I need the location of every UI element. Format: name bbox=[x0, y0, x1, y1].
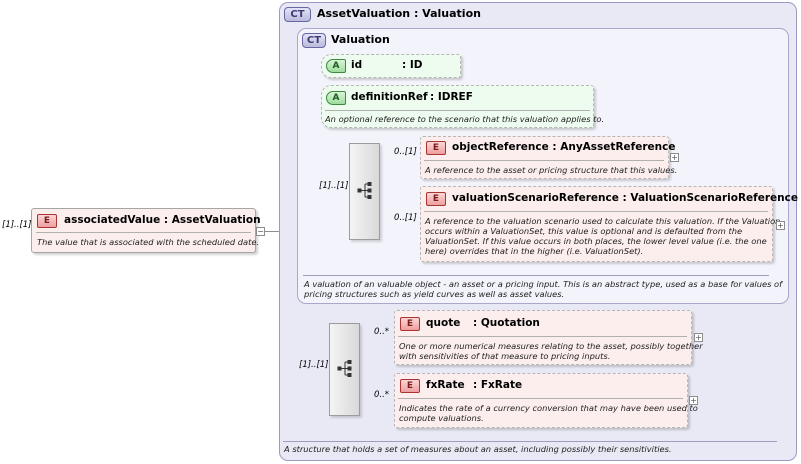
element-name: quote bbox=[426, 317, 461, 329]
expand-toggle[interactable]: + bbox=[689, 396, 698, 405]
divider bbox=[325, 110, 590, 111]
sequence-cardinality: [1]..[1] bbox=[319, 181, 349, 191]
element-doc-line-1: Indicates the rate of a currency convers… bbox=[399, 403, 698, 413]
sequence-compositor[interactable] bbox=[329, 323, 360, 416]
attribute-id[interactable]: A id : ID bbox=[321, 54, 461, 78]
element-name: objectReference : AnyAssetReference bbox=[452, 141, 676, 153]
attribute-badge: A bbox=[326, 59, 346, 73]
assetvaluation-doc: A structure that holds a set of measures… bbox=[284, 444, 672, 454]
root-cardinality: [1]..[1] bbox=[2, 220, 32, 230]
sequence-icon bbox=[337, 360, 352, 377]
expand-toggle[interactable]: + bbox=[670, 153, 679, 162]
element-cardinality: 0..* bbox=[374, 390, 390, 400]
element-type: : FxRate bbox=[473, 379, 523, 391]
complex-type-title: AssetValuation : Valuation bbox=[317, 7, 481, 20]
sequence-compositor[interactable] bbox=[349, 143, 380, 240]
valuation-title: Valuation bbox=[331, 33, 390, 46]
complex-type-badge: CT bbox=[302, 33, 326, 48]
element-fxrate[interactable]: E fxRate : FxRate Indicates the rate of … bbox=[394, 373, 698, 428]
element-name: valuationScenarioReference : ValuationSc… bbox=[452, 192, 798, 204]
element-cardinality: 0..* bbox=[374, 327, 390, 337]
valuation-doc-line-1: A valuation of an valuable object - an a… bbox=[304, 279, 783, 289]
attribute-name: definitionRef bbox=[351, 91, 428, 103]
element-type: : Quotation bbox=[473, 317, 540, 329]
element-quote[interactable]: E quote : Quotation One or more numerica… bbox=[394, 310, 703, 365]
root-connector bbox=[264, 231, 289, 232]
element-doc-line-1: A reference to the valuation scenario us… bbox=[425, 216, 781, 226]
element-cardinality: 0..[1] bbox=[394, 147, 417, 157]
attribute-type: : IDREF bbox=[430, 91, 473, 103]
attribute-definitionref[interactable]: A definitionRef : IDREF An optional refe… bbox=[321, 85, 604, 128]
attribute-type: : ID bbox=[402, 59, 423, 71]
element-objectreference[interactable]: E objectReference : AnyAssetReference A … bbox=[420, 136, 677, 179]
attribute-name: id bbox=[351, 59, 363, 71]
expand-toggle[interactable]: + bbox=[694, 333, 703, 342]
divider bbox=[303, 275, 769, 276]
divider bbox=[398, 336, 687, 337]
element-cardinality: 0..[1] bbox=[394, 213, 417, 223]
attribute-doc: An optional reference to the scenario th… bbox=[325, 114, 605, 124]
element-badge: E bbox=[400, 379, 420, 393]
element-badge: E bbox=[400, 317, 420, 331]
element-doc-line-2: compute valuations. bbox=[399, 413, 484, 423]
valuation-doc-line-2: pricing structures such as yield curves … bbox=[304, 289, 565, 299]
complex-type-badge: CT bbox=[284, 7, 311, 22]
root-doc: The value that is associated with the sc… bbox=[37, 237, 260, 247]
element-doc: A reference to the asset or pricing stru… bbox=[425, 165, 678, 175]
element-doc-line-1: One or more numerical measures relating … bbox=[399, 341, 703, 351]
root-element-box[interactable]: E associatedValue : AssetValuation The v… bbox=[31, 208, 261, 253]
sequence-icon bbox=[357, 182, 372, 199]
element-badge: E bbox=[37, 214, 57, 228]
root-element-name: associatedValue : AssetValuation bbox=[64, 214, 261, 226]
element-doc-line-3: ValuationSet. If this value occurs in bo… bbox=[425, 236, 767, 246]
element-badge: E bbox=[426, 141, 446, 155]
element-badge: E bbox=[426, 192, 446, 206]
divider bbox=[424, 211, 768, 212]
attribute-badge: A bbox=[326, 91, 346, 105]
divider bbox=[36, 232, 251, 233]
collapse-toggle[interactable]: − bbox=[256, 227, 265, 236]
element-doc-line-2: with sensitivities of that measure to pr… bbox=[399, 351, 611, 361]
element-name: fxRate bbox=[426, 379, 465, 391]
element-valuationscenarioreference[interactable]: E valuationScenarioReference : Valuation… bbox=[420, 186, 798, 262]
expand-toggle[interactable]: + bbox=[776, 221, 785, 230]
divider bbox=[398, 398, 683, 399]
divider bbox=[424, 160, 664, 161]
element-doc-line-4: here) overrides that in the higher (i.e.… bbox=[425, 246, 644, 256]
element-doc-line-2: occurs within a ValuationSet, this value… bbox=[425, 226, 743, 236]
divider bbox=[283, 441, 777, 442]
sequence-cardinality: [1]..[1] bbox=[299, 360, 329, 370]
